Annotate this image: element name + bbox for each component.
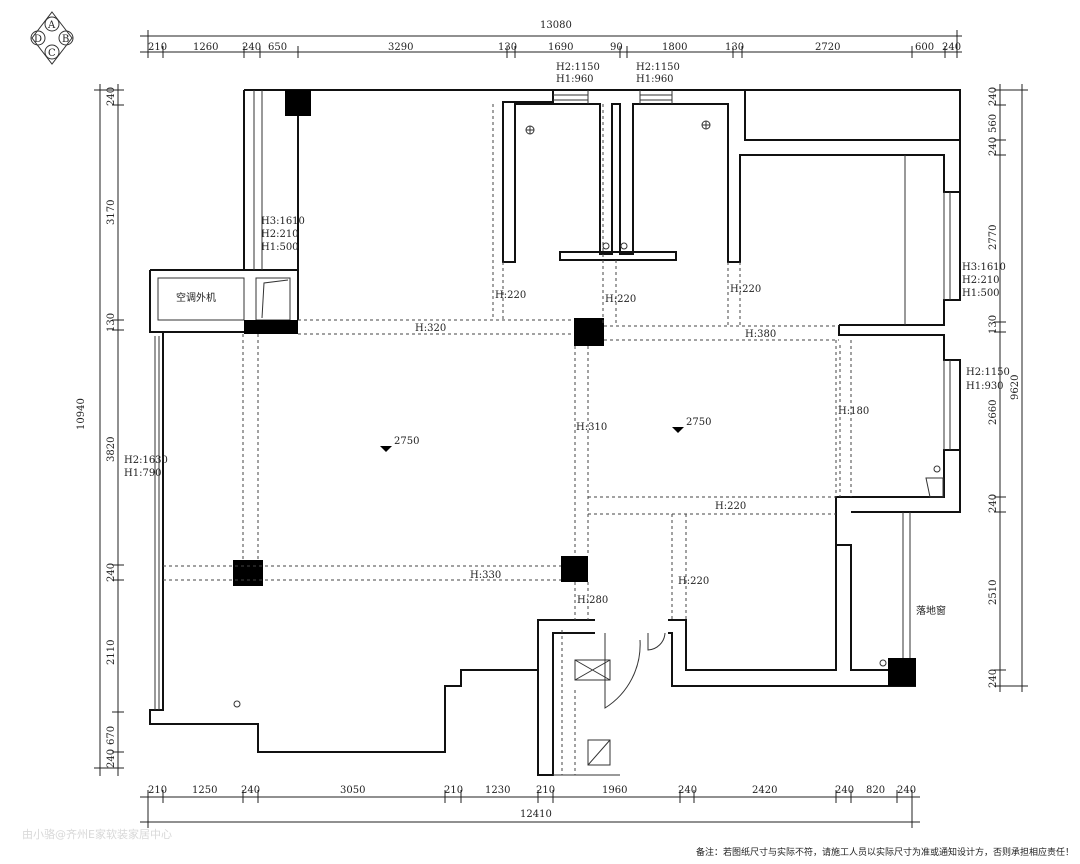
beam-label: H:220 — [495, 290, 526, 301]
beam-label: H:310 — [576, 422, 607, 433]
window-label: H2:1150 — [556, 62, 600, 73]
dim: 670 — [106, 726, 117, 745]
window-label: H1:960 — [556, 74, 594, 85]
dim: 240 — [106, 87, 117, 106]
dim: 1250 — [192, 785, 217, 796]
compass-a: A — [47, 20, 56, 31]
dim: 2660 — [988, 400, 999, 425]
dim: 240 — [106, 563, 117, 582]
window-label: H3:1610 — [261, 216, 305, 227]
window-label: H2:210 — [962, 275, 1000, 286]
dim: 240 — [988, 669, 999, 688]
dim: 130 — [106, 313, 117, 332]
compass-d: D — [34, 34, 42, 45]
dim: 240 — [241, 785, 260, 796]
compass-b: B — [62, 34, 69, 45]
dim: 210 — [444, 785, 463, 796]
window-label: H2:1150 — [966, 367, 1010, 378]
floor-window-label: 落地窗 — [916, 604, 946, 617]
beams — [163, 104, 852, 775]
right-total-dim: 9620 — [1010, 375, 1021, 400]
dim: 130 — [725, 42, 744, 53]
beam-label: H:180 — [838, 406, 869, 417]
top-total-dim: 13080 — [540, 20, 572, 31]
dim: 240 — [988, 494, 999, 513]
dim: 240 — [988, 87, 999, 106]
left-total-dim: 10940 — [76, 398, 87, 430]
dim: 210 — [148, 42, 167, 53]
ac-unit-label: 空调外机 — [176, 291, 216, 304]
window-label: H2:1630 — [124, 455, 168, 466]
footer-note: 备注：若图纸尺寸与实际不符，请施工人员以实际尺寸为准或通知设计方，否则承担相应责… — [696, 846, 1074, 858]
dim: 2770 — [988, 225, 999, 250]
bottom-total-dim: 12410 — [520, 809, 552, 820]
compass-c: C — [48, 48, 56, 59]
dim: 600 — [915, 42, 934, 53]
drain-icons — [233, 120, 941, 708]
beam-label: H:320 — [415, 323, 446, 334]
window-label: H1:500 — [962, 288, 1000, 299]
elevation-marks: 2750 2750 — [380, 417, 711, 452]
dim: 210 — [148, 785, 167, 796]
beam-label: H:280 — [577, 595, 608, 606]
dim: 3290 — [388, 42, 413, 53]
dim: 650 — [268, 42, 287, 53]
beam-label: H:220 — [678, 576, 709, 587]
window-label: H2:210 — [261, 229, 299, 240]
dim: 240 — [897, 785, 916, 796]
dim: 240 — [942, 42, 961, 53]
window-label: H3:1610 — [962, 262, 1006, 273]
bottom-dimensions: 210 1250 240 3050 210 1230 210 1960 240 … — [140, 785, 920, 828]
dim: 130 — [988, 315, 999, 334]
dim: 560 — [988, 114, 999, 133]
dim: 2110 — [106, 640, 117, 665]
dim: 130 — [498, 42, 517, 53]
dim: 1230 — [485, 785, 510, 796]
window-labels: H2:1150 H1:960 H2:1150 H1:960 H3:1610 H2… — [124, 62, 1010, 479]
beam-label: H:220 — [605, 294, 636, 305]
dim: 2420 — [752, 785, 777, 796]
beam-label: H:220 — [730, 284, 761, 295]
dim: 240 — [678, 785, 697, 796]
dim: 3170 — [106, 200, 117, 225]
dim: 240 — [242, 42, 261, 53]
elevation-label: 2750 — [686, 417, 711, 428]
dim: 240 — [835, 785, 854, 796]
dim: 3050 — [340, 785, 365, 796]
window-label: H1:500 — [261, 242, 299, 253]
beam-label: H:380 — [745, 329, 776, 340]
columns — [233, 90, 916, 686]
dim: 1960 — [602, 785, 627, 796]
window-label: H1:930 — [966, 381, 1004, 392]
dim: 820 — [866, 785, 885, 796]
dim: 1800 — [662, 42, 687, 53]
dim: 210 — [536, 785, 555, 796]
window-label: H1:790 — [124, 468, 162, 479]
walls — [149, 89, 961, 776]
dim: 1690 — [548, 42, 573, 53]
right-dimensions: 9620 240 560 240 2770 130 2660 240 2510 … — [988, 84, 1028, 692]
dim: 240 — [988, 137, 999, 156]
top-dimensions: 13080 210 1260 240 650 3290 130 1690 90 … — [140, 20, 962, 58]
watermark: 由小骆@齐州E家软装家居中心 — [22, 827, 172, 841]
compass-icon: A B C D — [30, 11, 74, 65]
beam-label: H:220 — [715, 501, 746, 512]
elevation-label: 2750 — [394, 436, 419, 447]
beam-label: H:330 — [470, 570, 501, 581]
dim: 2720 — [815, 42, 840, 53]
dim: 2510 — [988, 580, 999, 605]
dim: 1260 — [193, 42, 218, 53]
window-label: H1:960 — [636, 74, 674, 85]
dim: 240 — [106, 749, 117, 768]
dim: 3820 — [106, 437, 117, 462]
dim: 90 — [610, 42, 623, 53]
window-label: H2:1150 — [636, 62, 680, 73]
left-dimensions: 10940 240 3170 130 3820 240 2110 670 240 — [76, 84, 124, 776]
